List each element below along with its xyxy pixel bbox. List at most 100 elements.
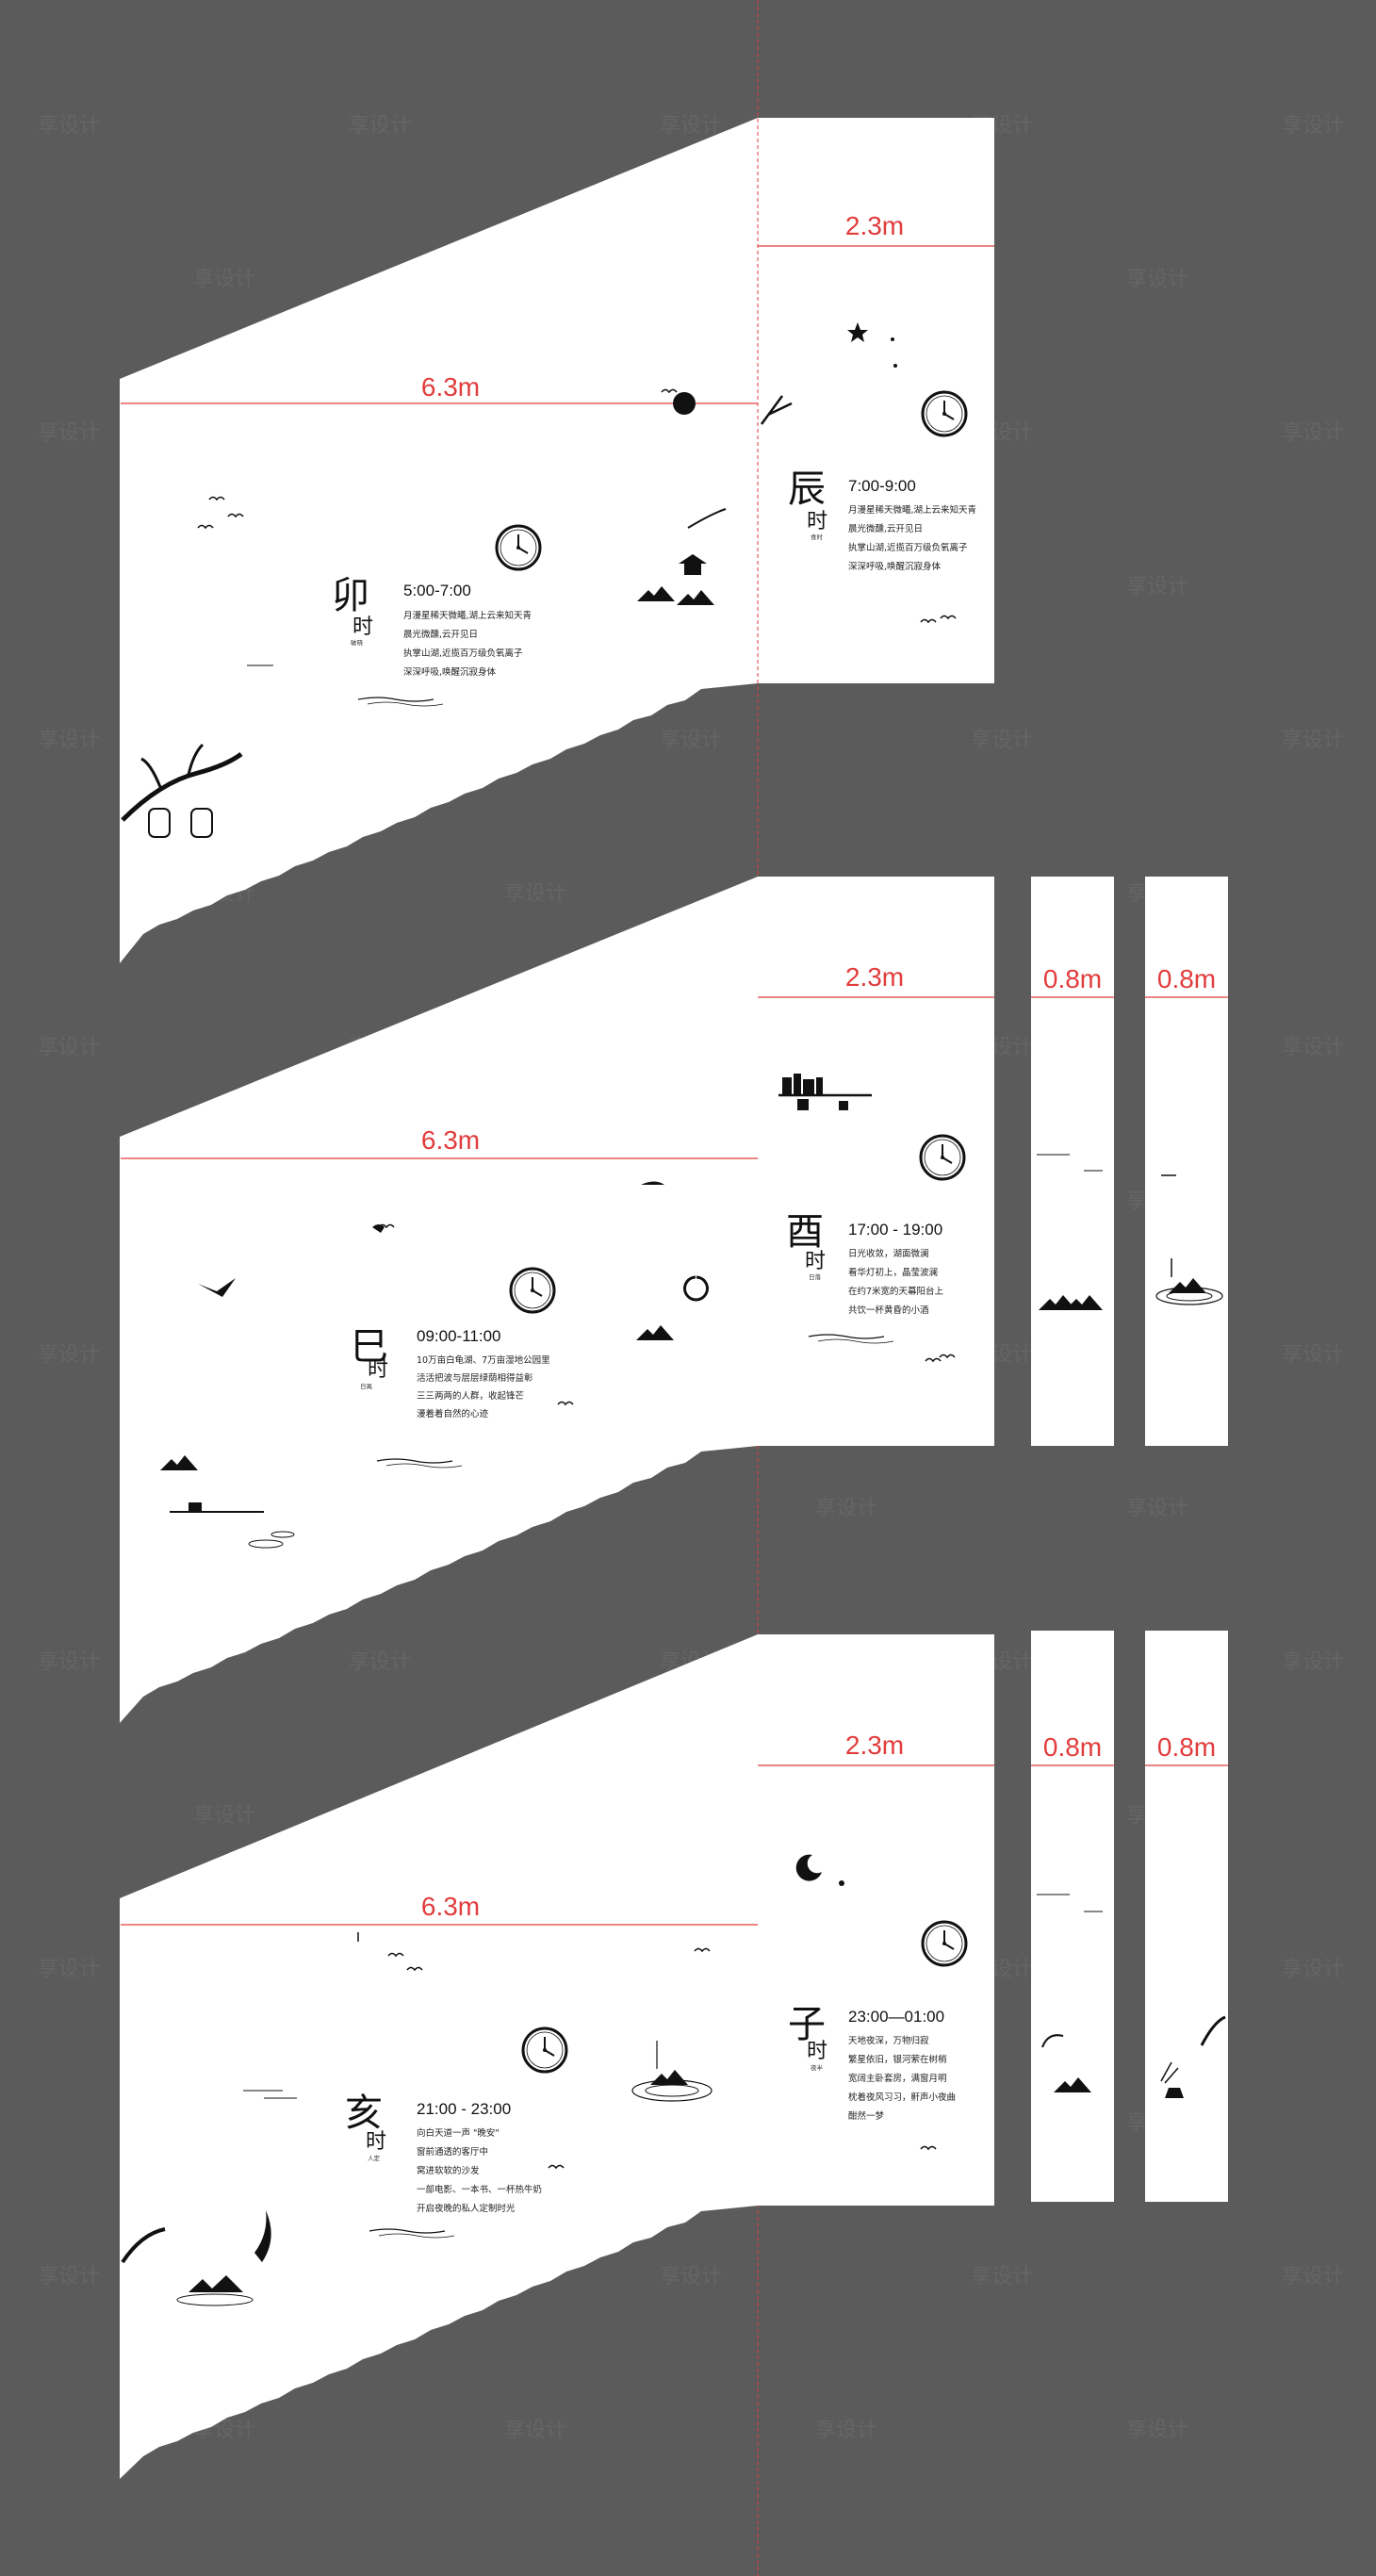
wall-3-strip-1 [1031, 1631, 1114, 2202]
watermark-text: 享设计 [1126, 268, 1188, 291]
wall-2-right-line-2: 看华灯初上，晶莹波澜 [848, 1267, 938, 1278]
watermark-text: 享设计 [504, 882, 566, 906]
wall-2-right-line-1: 日光收敛，湖面微澜 [848, 1248, 929, 1259]
watermark-text: 享设计 [38, 2265, 100, 2289]
wall-1-left-line-2: 晨光微醺,云开见日 [403, 629, 478, 640]
wall-2-left-line-2: 活活把波与层层绿荫相得益彰 [417, 1372, 533, 1384]
wall-3-left-line-2: 窗前通透的客厅中 [417, 2146, 488, 2158]
watermark-text: 享设计 [193, 1804, 255, 1828]
watermark-text: 享设计 [660, 2265, 722, 2289]
watermark-text: 享设计 [38, 1958, 100, 1981]
star-icon [891, 337, 894, 341]
watermark-text: 享设计 [1282, 1650, 1344, 1674]
cloud-icon [372, 1224, 385, 1233]
wall-2-strip-1 [1031, 877, 1114, 1446]
watermark-text: 享设计 [1126, 1497, 1188, 1520]
wall-2-left-shi: 时 [368, 1358, 388, 1382]
branch-lantern-icon [1041, 2034, 1064, 2048]
fisherman-boat-icon [170, 1502, 295, 1549]
wall-3-right-char: 子 [788, 2003, 826, 2046]
wall-2-left-line-3: 三三两两的人群，收起锋芒 [417, 1390, 524, 1402]
wall-3-left-line-4: 一部电影、一本书、一杯热牛奶 [417, 2184, 542, 2195]
wall-1-right-sub: 食时 [811, 533, 824, 541]
watermark-text: 享设计 [1126, 2419, 1188, 2442]
moon-icon [795, 1854, 822, 1881]
star-icon [847, 322, 868, 342]
wall-1-left-line-4: 深深呼吸,唤醒沉寂身体 [403, 666, 497, 678]
wall-2-right-sub: 日落 [809, 1272, 822, 1281]
wall-1-right-line-1: 月漫星稀天微曦,湖上云来知天青 [848, 504, 976, 516]
wall-1-right-char: 辰 [788, 468, 826, 511]
wall-1-left-line-3: 执掌山湖,近揽百万级负氧离子 [403, 648, 523, 659]
pavilion-mountain-icon [637, 554, 714, 605]
eagle-icon [198, 1278, 236, 1297]
wall-3-left-line-5: 开启夜晚的私人定制时光 [417, 2203, 516, 2214]
wall-2-stair-panel [120, 877, 758, 1723]
wall-1-right-line-4: 深深呼吸,唤醒沉寂身体 [848, 561, 942, 572]
wall-2-left-line-1: 10万亩白龟湖、7万亩湿地公园里 [417, 1354, 550, 1366]
wall-1-right-time: 7:00-9:00 [848, 477, 916, 495]
wall-1-left-line-1: 月漫星稀天微曦,湖上云来知天青 [403, 610, 532, 621]
watermark-text: 享设计 [38, 1343, 100, 1367]
dimension-strip-label: 0.8m [1157, 964, 1216, 993]
wall-3-right-panel [758, 1634, 994, 2206]
watermark-text: 享设计 [971, 729, 1033, 752]
wall-3-right-line-4: 枕着夜风习习，鼾声小夜曲 [848, 2092, 956, 2103]
koi-fish-boat-icon [121, 2210, 271, 2306]
wall-1: 6.3m 2.3m 卯 时 破晓 5:00-7:00 月漫星稀天微曦,湖上云来知… [120, 0, 994, 2576]
wall-3-left-sub: 人定 [368, 2154, 381, 2162]
watermark-text: 享设计 [38, 114, 100, 138]
tree-vase-icon [1160, 2015, 1226, 2098]
watermark-text: 享设计 [1126, 575, 1188, 599]
wall-3-right-time: 23:00—01:00 [848, 2008, 944, 2026]
tree-birdcage-icon [121, 743, 243, 838]
wall-3-left-shi: 时 [366, 2130, 386, 2154]
watermark-text: 享设计 [38, 421, 100, 445]
watermark-text: 享设计 [1282, 1958, 1344, 1981]
wall-3-left-line-1: 向白天道一声 "晚安" [417, 2127, 500, 2139]
wall-3-right-line-3: 宽阔主卧套房，满窗月明 [848, 2073, 947, 2084]
watermark-text: 享设计 [38, 1650, 100, 1674]
wall-3-left-char: 亥 [345, 2092, 383, 2135]
watermark-text: 享设计 [1282, 1036, 1344, 1059]
cloud-icon [641, 1181, 664, 1185]
dimension-strip-label: 0.8m [1043, 1732, 1102, 1762]
wall-2-right-line-4: 共饮一杯黄昏的小酒 [848, 1304, 929, 1316]
watermark-text: 享设计 [815, 2419, 877, 2442]
bamboo-icon [760, 395, 793, 425]
watermark-text: 享设计 [1282, 2265, 1344, 2289]
lake-mountain-icon [631, 2041, 713, 2102]
watermark-text: 享设计 [1282, 421, 1344, 445]
clock-icon [521, 2026, 568, 2074]
wall-2-left-time: 09:00-11:00 [417, 1327, 500, 1345]
wall-2-right-shi: 时 [805, 1250, 826, 1273]
wall-2-right-char: 酉 [786, 1210, 824, 1254]
watermark-text: 享设计 [1282, 114, 1344, 138]
star-icon [839, 1880, 844, 1886]
wall-2: 6.3m 2.3m 0.8m 0.8m 巳 时 日禺 09:00-11:00 1… [120, 877, 1228, 1723]
watermark-text: 享设计 [38, 1036, 100, 1059]
clock-icon [495, 524, 542, 571]
wall-3-left-time: 21:00 - 23:00 [417, 2100, 511, 2118]
wall-3-stair-panel [120, 1634, 758, 2479]
watermark-text: 享设计 [38, 729, 100, 752]
dimension-left-label: 6.3m [421, 1125, 480, 1155]
wall-1-left-sub: 破晓 [351, 638, 364, 647]
watermark-text: 享设计 [349, 1650, 411, 1674]
wall-1-stair-panel [120, 118, 758, 963]
watermark-text: 享设计 [504, 2419, 566, 2442]
branch-icon [687, 508, 727, 529]
star-icon [893, 364, 897, 368]
wall-1-right-line-3: 执掌山湖,近揽百万级负氧离子 [848, 542, 968, 553]
watermark-text: 享设计 [1282, 729, 1344, 752]
watermark-text: 享设计 [971, 2265, 1033, 2289]
clock-icon [919, 1134, 966, 1181]
wall-3-left-line-3: 窝进软软的沙发 [417, 2165, 480, 2176]
watermark-text: 享设计 [193, 268, 255, 291]
wall-2-left-line-4: 漫着着自然的心迹 [417, 1408, 489, 1419]
wall-1-left-time: 5:00-7:00 [403, 582, 471, 599]
lake-pavilion-icon [1155, 1258, 1223, 1305]
wall-2-left-sub: 日禺 [360, 1383, 372, 1390]
dimension-left-label: 6.3m [421, 372, 480, 402]
